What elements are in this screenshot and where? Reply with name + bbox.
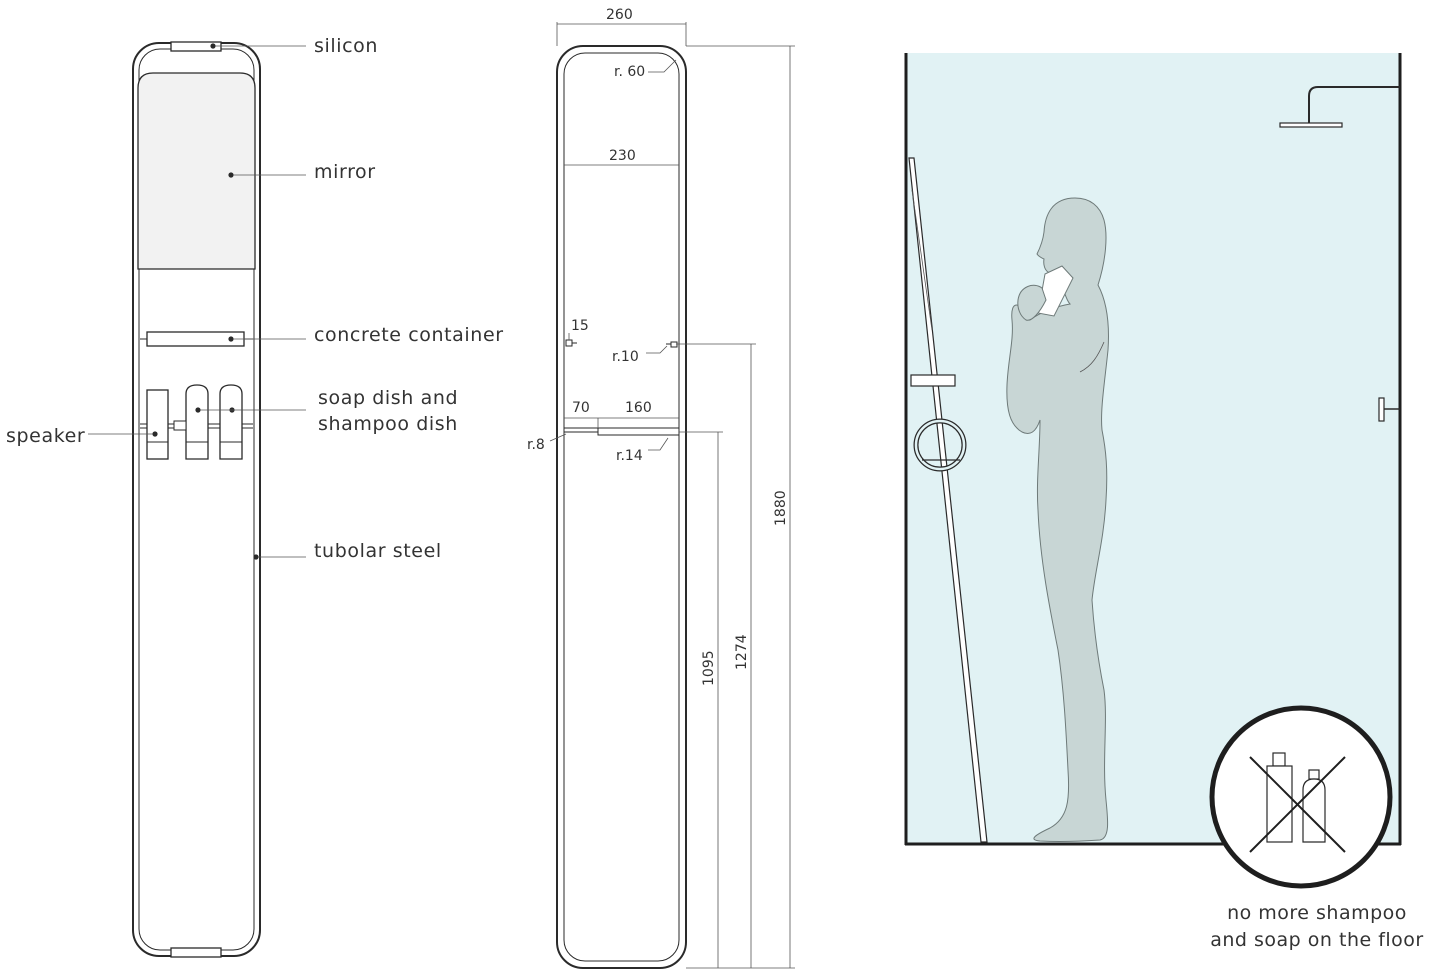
shower-head	[1279, 122, 1343, 128]
dim-r10: r.10	[612, 349, 639, 365]
bottle-cap-small	[1308, 769, 1320, 780]
silicon-dot	[210, 43, 216, 49]
dimension-view-panel	[549, 22, 795, 969]
label-concrete-container: concrete container	[314, 324, 504, 346]
shampoo-dish-shape	[219, 384, 243, 460]
container-dot	[228, 336, 234, 342]
caption-line2: and soap on the floor	[1210, 929, 1424, 951]
label-tubular-steel: tubolar steel	[314, 540, 442, 562]
figure-arm-detail	[1079, 341, 1105, 373]
speaker-shape	[146, 389, 169, 460]
dim-1880: 1880	[773, 490, 789, 526]
bottle-cap-large	[1272, 752, 1286, 767]
leader-r60	[648, 59, 677, 73]
prohibition-circle	[1209, 705, 1393, 889]
column-container	[910, 374, 956, 387]
leader-r10	[646, 345, 668, 354]
dim-r8: r.8	[527, 437, 545, 453]
shower-scene: no more shampoo and soap on the floor	[904, 53, 1424, 951]
dim-r14: r.14	[616, 448, 643, 464]
mirror-panel	[137, 72, 256, 270]
leader-r8	[549, 433, 567, 442]
leader-r14	[648, 437, 669, 451]
dim-bracket-right	[670, 341, 678, 348]
soap-dish-shape	[185, 384, 209, 460]
cross-line-2	[1249, 756, 1346, 853]
dim-230: 230	[609, 148, 636, 164]
silicon-cap-bottom	[170, 947, 222, 958]
hand	[1017, 284, 1047, 321]
front-view-leaders	[88, 43, 306, 560]
label-soap-dish-line1: soap dish and	[318, 387, 458, 409]
label-soap-dish-line2: shampoo dish	[318, 413, 458, 435]
dim-15: 15	[571, 318, 589, 334]
dim-1095: 1095	[701, 650, 717, 686]
leaning-shower-column	[908, 157, 988, 843]
dim-1274: 1274	[734, 634, 750, 670]
dim-160: 160	[625, 400, 652, 416]
speaker-dot	[152, 431, 158, 437]
dim-shelf-70	[563, 427, 599, 433]
front-view-panel	[132, 41, 261, 958]
dim-r60: r. 60	[614, 64, 645, 80]
label-speaker: speaker	[6, 425, 85, 447]
caption-line1: no more shampoo	[1227, 902, 1407, 924]
dim-frame-outer	[556, 45, 687, 969]
dim-shelf-160	[597, 427, 680, 436]
mirror-dot	[228, 172, 234, 178]
label-silicon: silicon	[314, 35, 378, 57]
dimension-labels: 260 r. 60 230 15 r.10 70 160 r.8 r.14 18…	[527, 7, 789, 686]
dim-260: 260	[606, 7, 633, 23]
silicon-cap-top	[170, 41, 222, 52]
dim-70: 70	[572, 400, 590, 416]
soap-dot	[195, 407, 201, 413]
dim-frame-inner	[563, 52, 680, 962]
column-mirror-edge	[911, 189, 933, 331]
front-view-labels: silicon mirror concrete container soap d…	[6, 35, 504, 562]
shower-arm	[1308, 86, 1400, 123]
column-speaker-ring-inner	[914, 419, 966, 471]
shower-valve-handle	[1378, 397, 1385, 422]
dim-bracket-left	[565, 339, 573, 347]
steel-dot	[253, 554, 259, 560]
label-mirror: mirror	[314, 161, 376, 183]
rail-clip	[173, 420, 187, 431]
